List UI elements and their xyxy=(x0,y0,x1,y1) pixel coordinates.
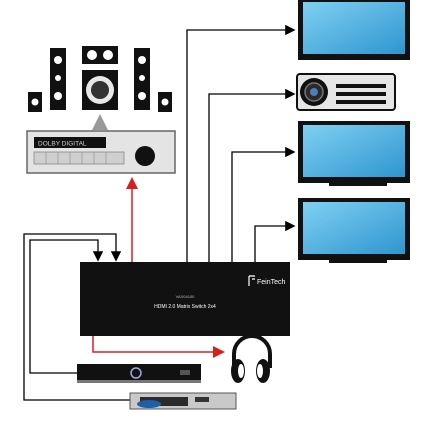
switch-title-label: HDMI 2.0 Matrix Switch 2x4 xyxy=(154,304,216,310)
tv-icon xyxy=(298,0,410,60)
blu-ray-player-icon xyxy=(129,392,237,410)
speaker-icon xyxy=(158,92,172,112)
headphones-icon xyxy=(231,334,272,383)
audio-receiver-icon xyxy=(26,130,176,174)
set-top-box-icon xyxy=(77,364,201,383)
switch-brand-label: FeinTech xyxy=(257,279,286,286)
tv-icon xyxy=(298,198,410,263)
hdmi-connector-lines xyxy=(23,24,296,401)
speaker-icon xyxy=(28,92,42,112)
switch-model-code: VAX04100 xyxy=(176,294,196,299)
hdmi-matrix-switch xyxy=(80,262,290,336)
speaker-icon xyxy=(82,70,118,110)
speaker-icon xyxy=(82,46,118,64)
speaker-icon xyxy=(50,48,66,110)
audio-out-to-headphones xyxy=(92,336,225,358)
feintech-logo-icon xyxy=(248,275,255,286)
receiver-badge-label: DOLBY DIGITAL xyxy=(38,141,87,148)
projector-icon xyxy=(296,73,396,111)
tv-icon xyxy=(298,121,410,186)
speaker-icon xyxy=(134,48,150,110)
